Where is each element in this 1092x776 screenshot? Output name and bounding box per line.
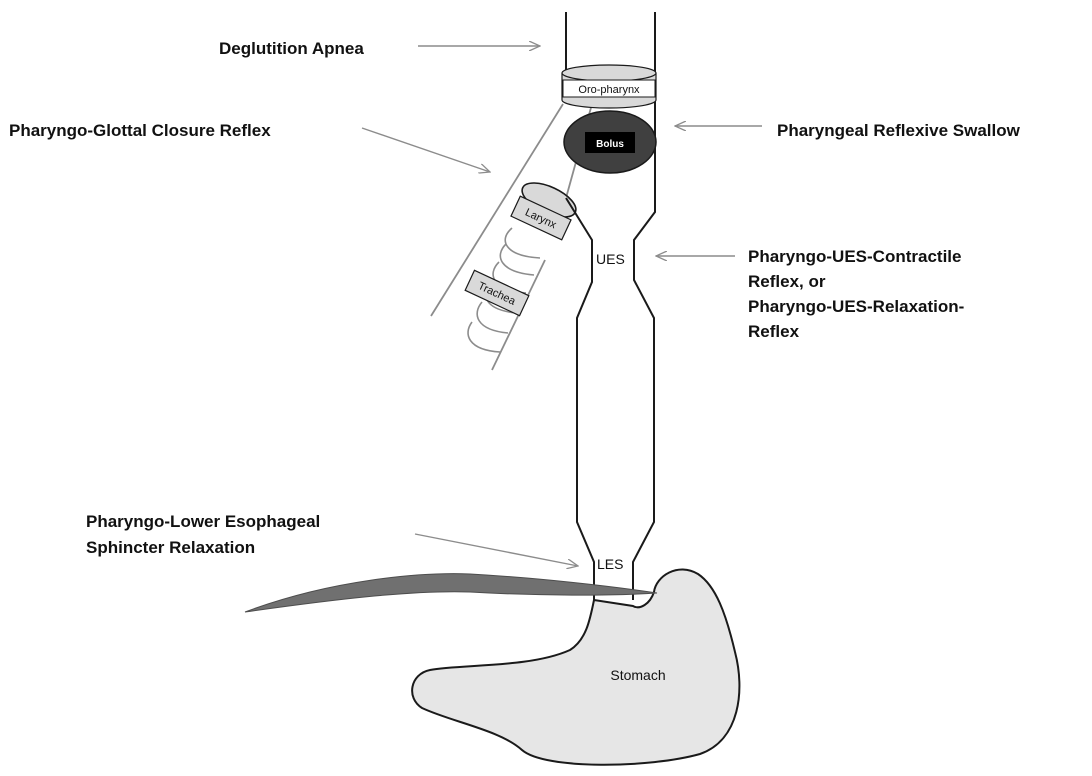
bolus-label: Bolus <box>596 139 624 150</box>
les-label: LES <box>597 556 623 572</box>
bolus: Bolus <box>564 111 656 173</box>
pharyngo-les-label-1: Pharyngo-Lower Esophageal <box>86 512 320 531</box>
pharyngo-ues-label-4: Reflex <box>748 322 800 341</box>
pharyngo-les-label-2: Sphincter Relaxation <box>86 538 255 557</box>
ues-label: UES <box>596 251 625 267</box>
oropharynx-label: Oro-pharynx <box>578 84 640 96</box>
esophagus-left-wall <box>566 198 594 602</box>
pharyngo-les-arrow <box>415 534 578 566</box>
pharyngo-glottal-label: Pharyngo-Glottal Closure Reflex <box>9 121 271 140</box>
oropharynx-cylinder: Oro-pharynx <box>562 65 656 108</box>
pharyngo-ues-label-3: Pharyngo-UES-Relaxation- <box>748 297 964 316</box>
deglutition-apnea-label: Deglutition Apnea <box>219 39 364 58</box>
stomach <box>412 569 739 764</box>
pharyngeal-swallow-label: Pharyngeal Reflexive Swallow <box>777 121 1021 140</box>
pharyngo-ues-label-2: Reflex, or <box>748 272 826 291</box>
pharyngo-glottal-arrow <box>362 128 490 172</box>
pharyngo-ues-label-1: Pharyngo-UES-Contractile <box>748 247 961 266</box>
stomach-label: Stomach <box>610 667 665 683</box>
